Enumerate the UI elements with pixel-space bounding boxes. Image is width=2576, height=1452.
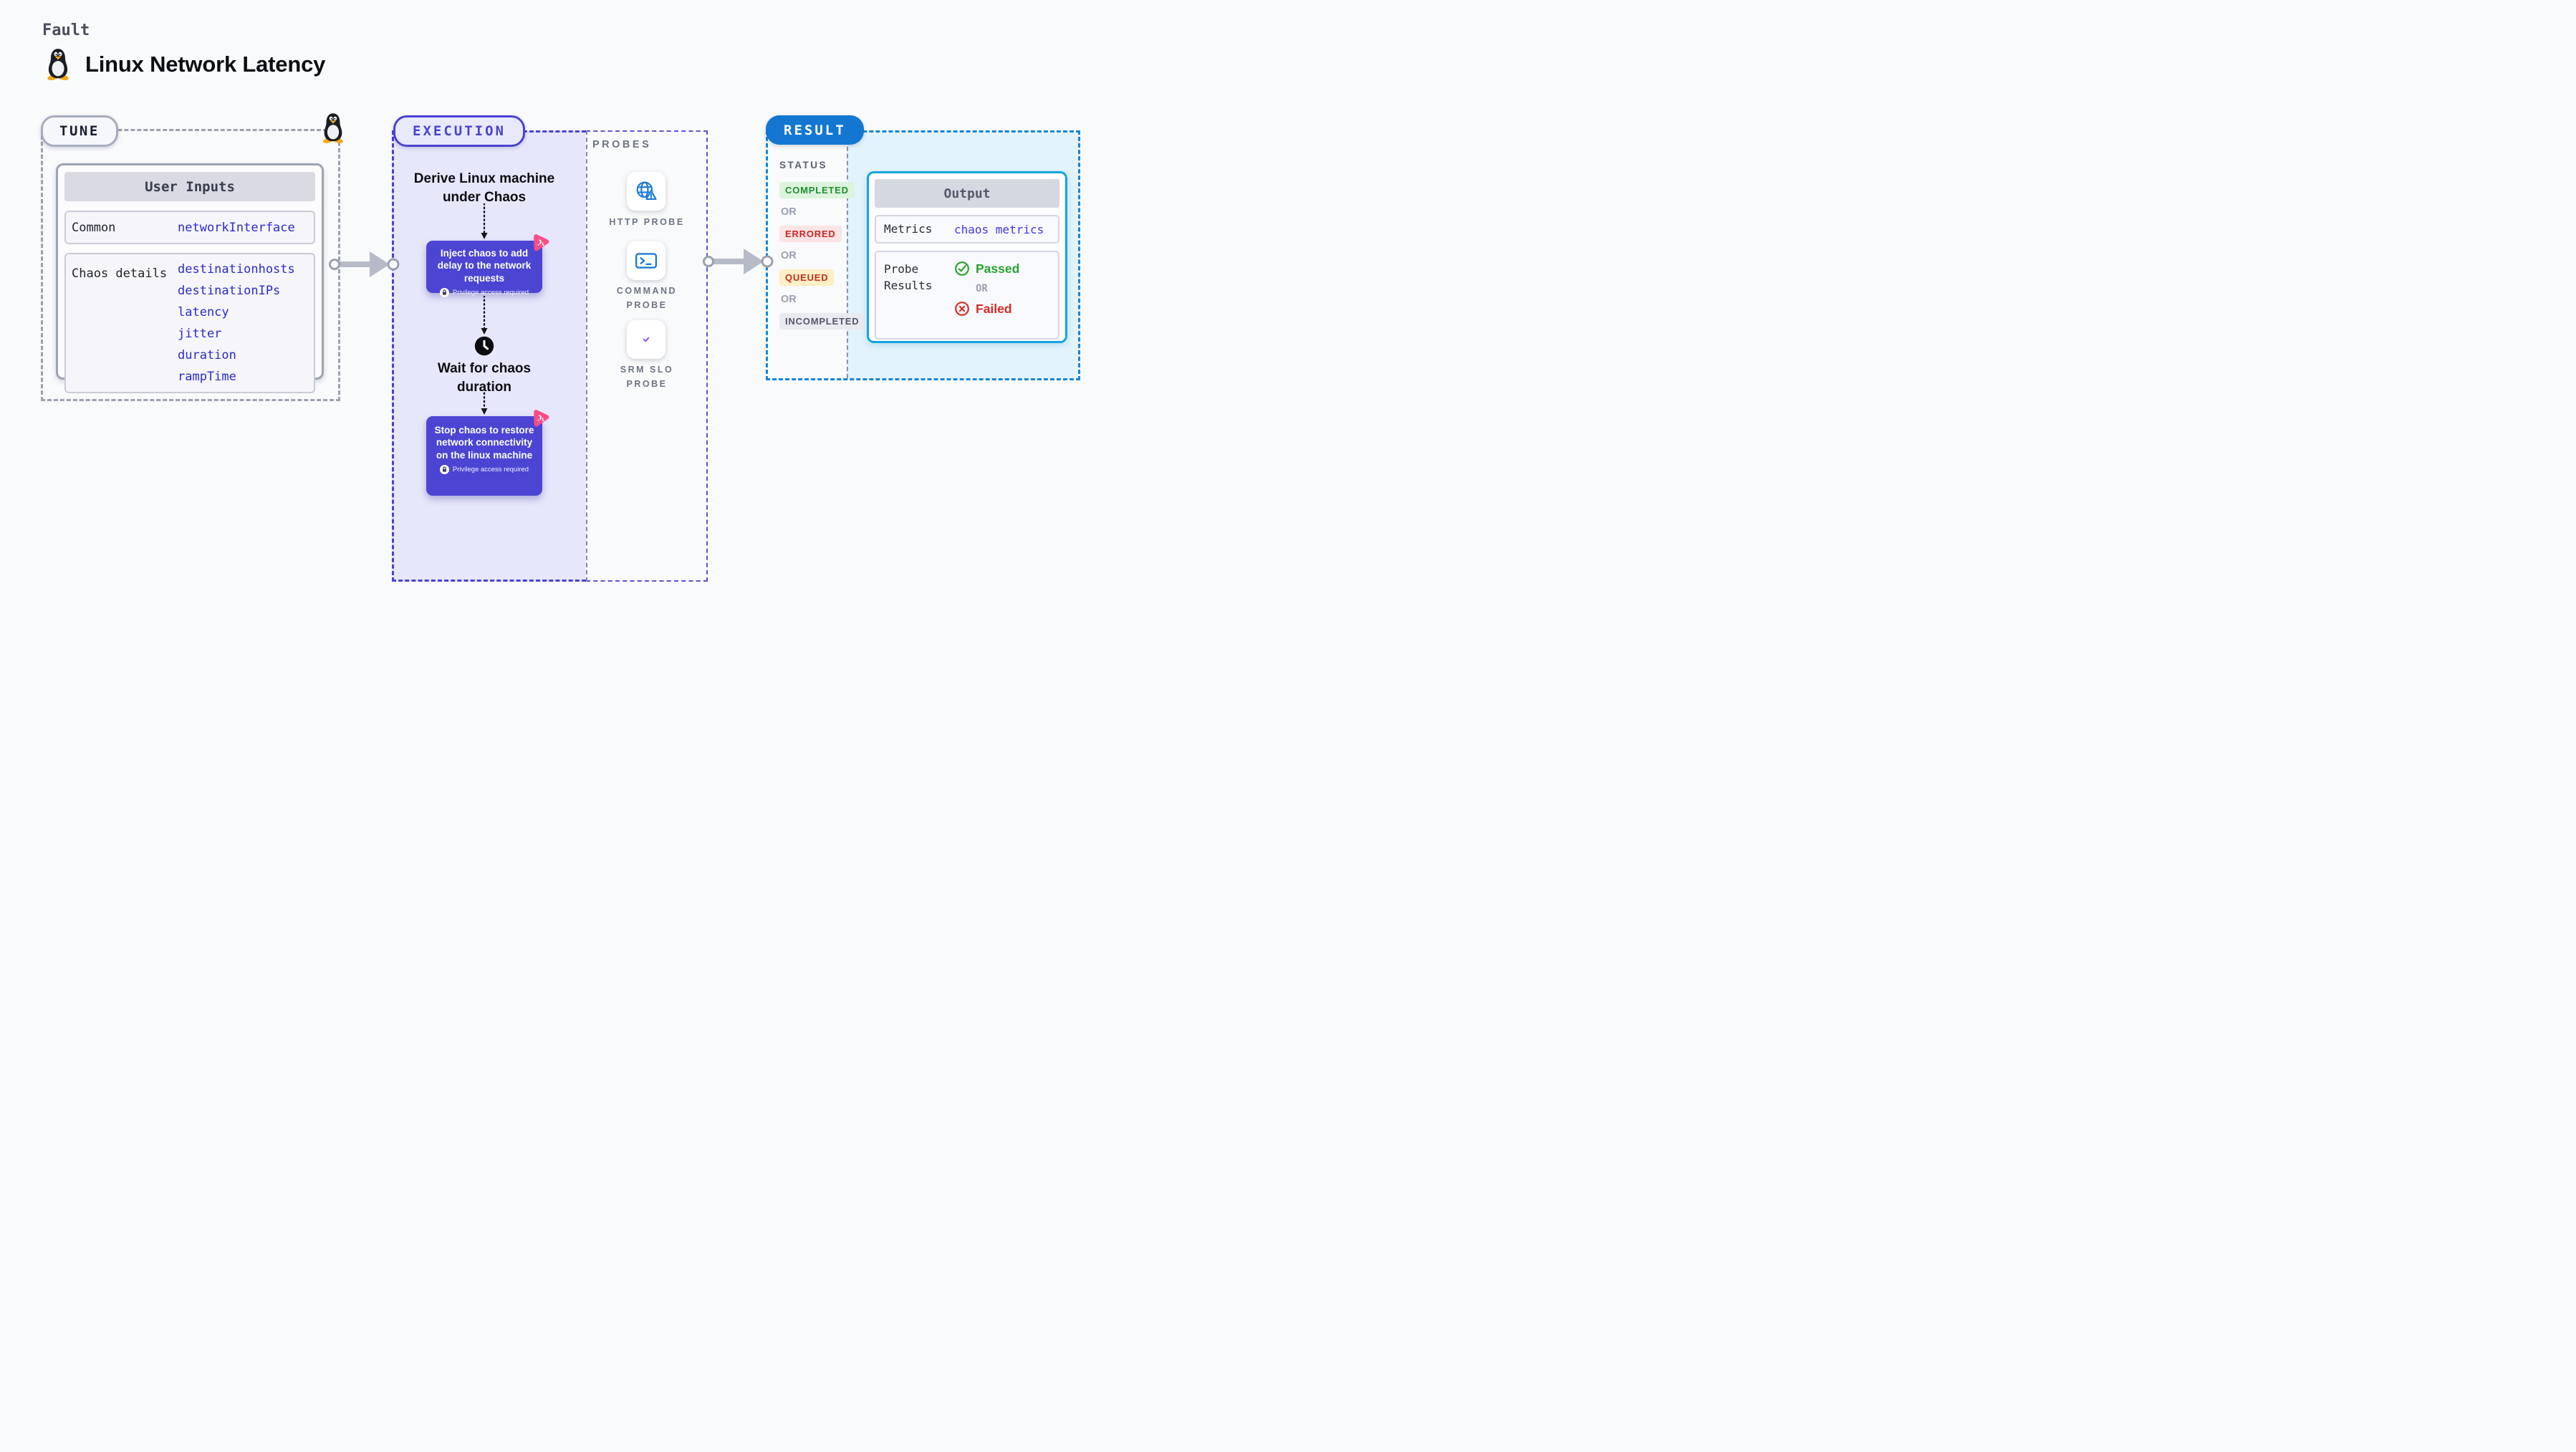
chaos-experiment-icon xyxy=(530,408,550,428)
probes-heading: PROBES xyxy=(592,139,652,150)
http-probe-card xyxy=(627,172,665,211)
input-value: latency xyxy=(178,305,229,319)
probe-results-row: Probe Results Passed OR Failed xyxy=(875,251,1059,340)
row-label: Chaos details xyxy=(72,266,168,281)
user-input-row-chaos-details: Chaos details destinationhosts destinati… xyxy=(64,253,315,393)
privilege-badge: Privilege access required xyxy=(426,288,542,297)
execution-pill: EXECUTION xyxy=(393,115,525,147)
flow-arrow-tune-to-execution xyxy=(328,247,400,282)
status-column: STATUS COMPLETED OR ERRORED OR QUEUED OR… xyxy=(779,160,865,330)
fault-kicker: Fault xyxy=(42,21,90,39)
user-inputs-card: User Inputs Common networkInterface Chao… xyxy=(56,163,324,393)
output-header: Output xyxy=(875,179,1059,208)
probes-section-box xyxy=(586,130,708,582)
x-circle-icon xyxy=(954,301,970,317)
flow-arrow-execution-to-result xyxy=(702,244,774,279)
stop-chaos-text: Stop chaos to restore network connectivi… xyxy=(434,425,534,461)
user-inputs-header: User Inputs xyxy=(64,172,315,201)
wait-step-text: Wait for chaos duration xyxy=(437,361,532,395)
page-header: Linux Network Latency xyxy=(44,47,325,81)
check-circle-icon xyxy=(954,261,970,277)
result-section-box xyxy=(766,130,1080,380)
http-probe-label: HTTP PROBE xyxy=(609,217,685,227)
privilege-badge-label: Privilege access required xyxy=(452,465,529,473)
status-badge-incompleted: INCOMPLETED xyxy=(779,313,865,330)
tux-penguin-icon-small xyxy=(320,112,346,144)
tune-pill: TUNE xyxy=(41,115,118,147)
globe-warning-icon xyxy=(635,181,658,202)
input-value: destinationIPs xyxy=(178,284,281,298)
user-input-row-common: Common networkInterface xyxy=(64,211,315,244)
command-probe-label: COMMAND PROBE xyxy=(616,286,678,310)
execution-section-box xyxy=(392,130,586,582)
output-card: Output Metrics chaos metrics Probe Resul… xyxy=(867,171,1067,343)
inject-chaos-text: Inject chaos to add delay to the network… xyxy=(437,248,532,284)
dotted-arrow-down xyxy=(481,296,488,335)
input-value: networkInterface xyxy=(178,220,295,235)
fault-diagram-page: Fault Linux Network Latency TUNE User In… xyxy=(0,0,1115,633)
result-pill: RESULT xyxy=(766,115,864,145)
input-value: jitter xyxy=(178,327,222,341)
stop-chaos-node: Stop chaos to restore network connectivi… xyxy=(426,416,542,496)
status-or-separator: OR xyxy=(781,250,797,261)
probe-result-failed: Failed xyxy=(954,301,1019,317)
input-value: duration xyxy=(178,348,236,362)
dotted-arrow-down xyxy=(481,203,488,239)
chaos-experiment-icon xyxy=(530,233,550,253)
status-heading: STATUS xyxy=(779,160,827,170)
privilege-badge-label: Privilege access required xyxy=(452,288,529,297)
status-badge-errored: ERRORED xyxy=(779,226,842,242)
status-or-separator: OR xyxy=(781,206,797,218)
dotted-arrow-down xyxy=(481,389,488,415)
metrics-value: chaos metrics xyxy=(954,222,1044,236)
tux-penguin-icon xyxy=(44,47,72,81)
status-badge-queued: QUEUED xyxy=(779,269,835,286)
page-title: Linux Network Latency xyxy=(85,51,326,77)
status-or-separator: OR xyxy=(781,294,797,305)
input-value: destinationhosts xyxy=(178,262,295,277)
row-label: Common xyxy=(72,220,116,235)
slo-pie-check-icon xyxy=(635,328,658,351)
lock-icon xyxy=(440,465,449,474)
probe-result-passed: Passed xyxy=(954,261,1019,277)
lock-icon xyxy=(440,288,449,297)
derive-step-text: Derive Linux machine under Chaos xyxy=(413,171,555,206)
metrics-label: Metrics xyxy=(884,222,933,236)
terminal-icon xyxy=(635,251,658,270)
input-value: rampTime xyxy=(178,370,236,384)
wait-clock-icon xyxy=(474,336,494,356)
privilege-badge: Privilege access required xyxy=(426,465,542,474)
inject-chaos-node: Inject chaos to add delay to the network… xyxy=(426,241,542,293)
metrics-row: Metrics chaos metrics xyxy=(875,215,1059,244)
status-badge-completed: COMPLETED xyxy=(779,182,855,198)
command-probe-card xyxy=(627,241,665,280)
probe-result-or-separator: OR xyxy=(976,283,988,294)
srm-slo-probe-label: SRM SLO PROBE xyxy=(620,365,674,389)
srm-slo-probe-card xyxy=(627,320,665,359)
probe-results-label: Probe Results xyxy=(884,262,933,293)
